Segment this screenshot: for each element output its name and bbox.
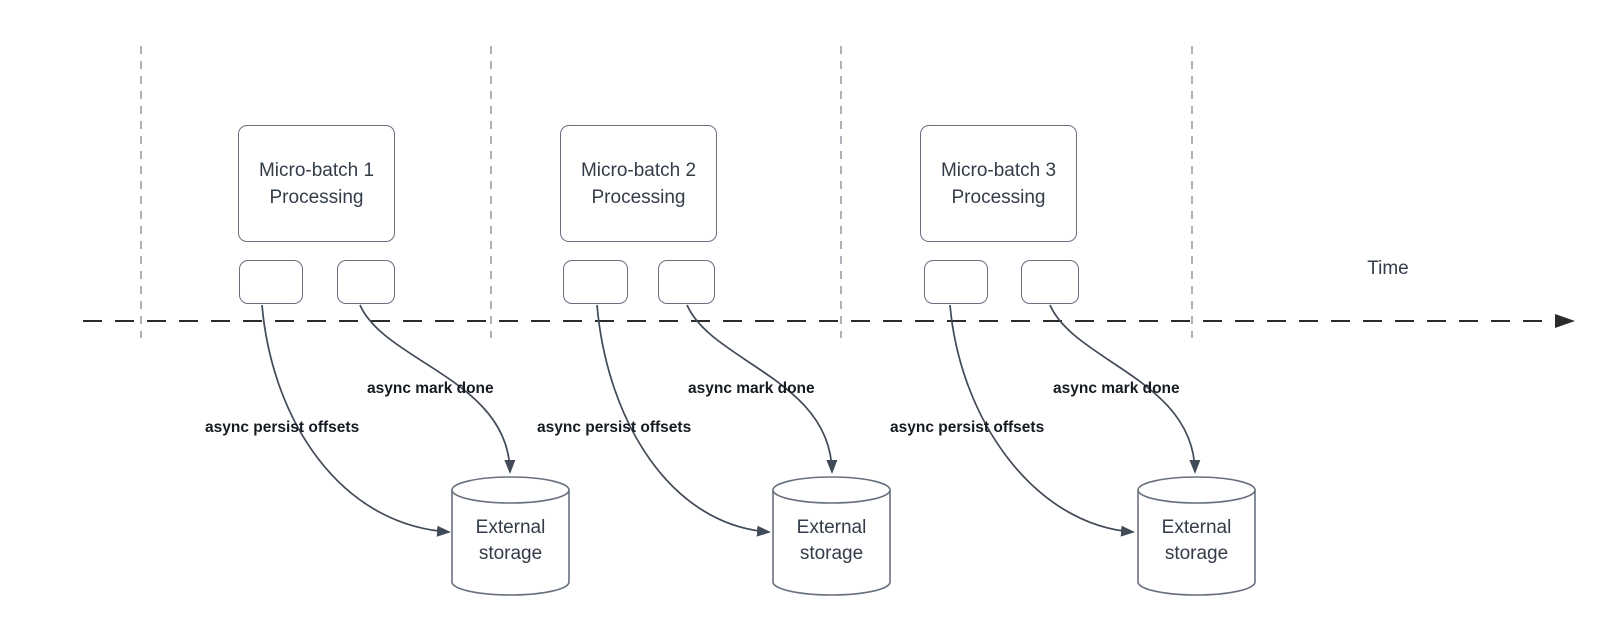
micro-batch-2-task-box-right	[658, 260, 715, 304]
cylinder-top	[1137, 476, 1256, 504]
micro-batch-1-box: Micro-batch 1 Processing	[238, 125, 395, 242]
micro-batch-3-task-box-right	[1021, 260, 1079, 304]
micro-batch-3-title-line1: Micro-batch 3	[940, 159, 1057, 181]
micro-batch-3-connectors	[949, 304, 1256, 596]
micro-batch-1-title-line2: Processing	[269, 186, 364, 208]
micro-batch-3-task-box-left	[924, 260, 988, 304]
persist-offsets-arrow-3	[949, 304, 1135, 537]
mark-done-arrow-3	[1049, 304, 1201, 474]
micro-batch-1-task-box-left	[239, 260, 303, 304]
micro-batch-2-title-line1: Micro-batch 2	[580, 159, 697, 181]
storage-label-3-line1: External	[1161, 517, 1232, 538]
persist-offsets-arrow-2	[596, 304, 771, 537]
micro-batch-2-task-box-left	[563, 260, 628, 304]
persist-offsets-arrow-1	[261, 304, 451, 537]
micro-batch-2-title-line2: Processing	[591, 186, 686, 208]
micro-batch-1-connectors	[261, 304, 570, 596]
mark-done-arrow-2	[686, 304, 838, 474]
micro-batch-1-task-box-right	[337, 260, 395, 304]
micro-batch-3-title-line2: Processing	[951, 186, 1046, 208]
storage-label-1-line2: storage	[478, 543, 543, 564]
mark-done-label-3: async mark done	[1053, 380, 1180, 397]
mark-done-arrow-1	[359, 304, 516, 474]
persist-offsets-label-1: async persist offsets	[205, 419, 360, 436]
storage-label-1-line1: External	[475, 517, 546, 538]
storage-label-2-line1: External	[796, 517, 867, 538]
storage-label-3-line2: storage	[1164, 543, 1229, 564]
external-storage-cylinder-3	[1137, 476, 1256, 596]
micro-batch-2-box: Micro-batch 2 Processing	[560, 125, 717, 242]
cylinder-body	[451, 490, 570, 596]
storage-label-2: External storage	[773, 515, 890, 567]
micro-batch-3-box: Micro-batch 3 Processing	[920, 125, 1077, 242]
micro-batch-1-title-line1: Micro-batch 1	[258, 159, 375, 181]
time-axis-label: Time	[1367, 258, 1409, 279]
storage-label-3: External storage	[1138, 515, 1255, 567]
mark-done-label-2: async mark done	[688, 380, 815, 397]
storage-label-1: External storage	[452, 515, 569, 567]
persist-offsets-label-2: async persist offsets	[537, 419, 692, 436]
external-storage-cylinder-1	[451, 476, 570, 596]
storage-label-2-line2: storage	[799, 543, 864, 564]
cylinder-body	[772, 490, 891, 596]
cylinder-body	[1137, 490, 1256, 596]
micro-batch-2-connectors	[596, 304, 891, 596]
external-storage-cylinder-2	[772, 476, 891, 596]
mark-done-label-1: async mark done	[367, 380, 494, 397]
cylinder-top	[451, 476, 570, 504]
persist-offsets-label-3: async persist offsets	[890, 419, 1045, 436]
cylinder-top	[772, 476, 891, 504]
